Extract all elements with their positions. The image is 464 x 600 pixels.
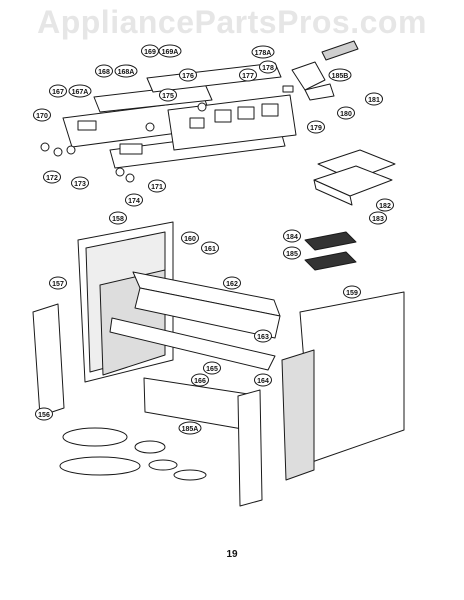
callout-label: 185B [332, 73, 349, 80]
top-frame [109, 271, 281, 371]
callout-label: 182 [379, 203, 391, 210]
callout-173: 173 [71, 176, 89, 190]
callout-label: 166 [194, 378, 206, 385]
callout-158: 158 [109, 211, 127, 225]
callout-label: 168 [98, 69, 110, 76]
callout-176: 176 [179, 68, 197, 82]
callout-177: 177 [239, 68, 257, 82]
callout-171: 171 [148, 179, 166, 193]
callout-label: 163 [257, 334, 269, 341]
callout-label: 174 [128, 198, 140, 205]
left-leg [32, 303, 65, 417]
callout-label: 169 [144, 49, 156, 56]
callout-label: 176 [182, 73, 194, 80]
instruction-sheets [304, 231, 357, 271]
callout-170: 170 [33, 108, 51, 122]
callout-178a: 178A [251, 45, 275, 59]
callout-182: 182 [376, 198, 394, 212]
callout-label: 180 [340, 111, 352, 118]
callout-label: 164 [257, 378, 269, 385]
callout-156: 156 [35, 407, 53, 421]
callout-174: 174 [125, 193, 143, 207]
callout-label: 167A [72, 89, 89, 96]
callout-label: 157 [52, 281, 64, 288]
callout-167: 167 [49, 84, 67, 98]
control-knobs [40, 102, 207, 183]
callout-172: 172 [43, 170, 61, 184]
callout-label: 185 [286, 251, 298, 258]
callout-160: 160 [181, 231, 199, 245]
callout-label: 172 [46, 175, 58, 182]
callout-label: 178A [255, 50, 272, 57]
callout-label: 181 [368, 97, 380, 104]
callout-label: 184 [286, 234, 298, 241]
callout-166: 166 [191, 373, 209, 387]
callout-168a: 168A [114, 64, 138, 78]
callout-label: 165 [206, 366, 218, 373]
callout-184: 184 [283, 229, 301, 243]
right-side-panel [281, 291, 405, 481]
callout-label: 158 [112, 216, 124, 223]
callout-157: 157 [49, 276, 67, 290]
callout-label: 185A [182, 426, 199, 433]
callout-159: 159 [343, 285, 361, 299]
callout-label: 173 [74, 181, 86, 188]
callout-165: 165 [203, 361, 221, 375]
callout-label: 178 [262, 65, 274, 72]
callout-label: 156 [38, 412, 50, 419]
callout-175: 175 [159, 88, 177, 102]
callout-label: 179 [310, 125, 322, 132]
callout-169a: 169A [158, 44, 182, 58]
callout-label: 175 [162, 93, 174, 100]
callout-162: 162 [223, 276, 241, 290]
callout-179: 179 [307, 120, 325, 134]
callout-183: 183 [369, 211, 387, 225]
callout-label: 183 [372, 216, 384, 223]
callout-label: 160 [184, 236, 196, 243]
callout-label: 171 [151, 184, 163, 191]
front-panel [143, 377, 263, 507]
callout-180: 180 [337, 106, 355, 120]
callout-label: 167 [52, 89, 64, 96]
callout-185: 185 [283, 246, 301, 260]
callout-label: 169A [162, 49, 179, 56]
callout-label: 159 [346, 290, 358, 297]
callout-label: 161 [204, 246, 216, 253]
drip-pan [313, 149, 396, 206]
callout-163: 163 [254, 329, 272, 343]
callout-181: 181 [365, 92, 383, 106]
callout-178: 178 [259, 60, 277, 74]
callout-label: 177 [242, 73, 254, 80]
callout-169: 169 [141, 44, 159, 58]
callout-185a: 185A [178, 421, 202, 435]
bracket-assembly [282, 40, 359, 101]
callout-164: 164 [254, 373, 272, 387]
watermark: AppliancePartsPros.com [37, 4, 427, 40]
callout-label: 168A [118, 69, 135, 76]
control-panel-front [62, 62, 297, 169]
callout-168: 168 [95, 64, 113, 78]
wire-harness [59, 427, 207, 481]
callout-167a: 167A [68, 84, 92, 98]
callout-label: 170 [36, 113, 48, 120]
callout-label: 162 [226, 281, 238, 288]
page-number: 19 [226, 549, 238, 560]
callout-185b: 185B [328, 68, 352, 82]
callout-161: 161 [201, 241, 219, 255]
